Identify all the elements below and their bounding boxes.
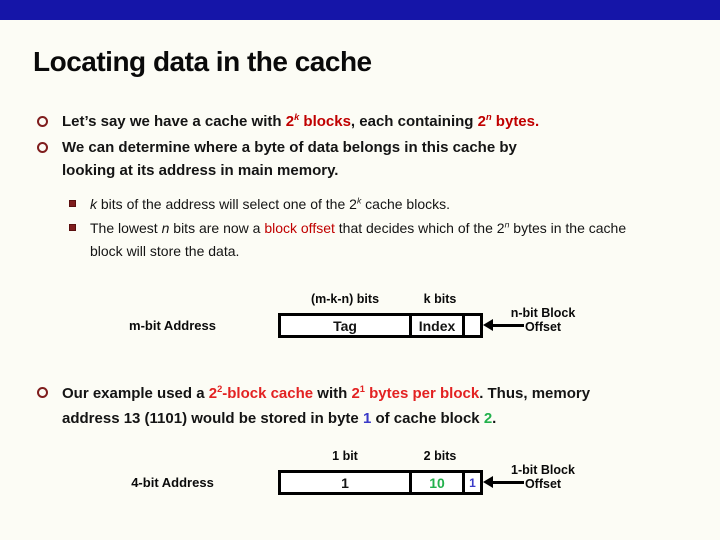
offset-arrow-icon	[483, 319, 493, 331]
block-offset-label-line2: Offset	[524, 477, 562, 491]
address-label: m-bit Address	[129, 318, 216, 333]
offset-arrow-line	[492, 324, 524, 327]
block-offset-label-line2: Offset	[524, 320, 562, 334]
block-offset-label-line1: n-bit Block	[510, 306, 576, 320]
block-offset-label: 1-bit Block Offset	[493, 463, 593, 491]
sub-bullet-item: The lowest n bits are now a block offset…	[69, 217, 627, 263]
block-offset-label-line1: 1-bit Block	[511, 463, 575, 477]
bullet-marker-icon	[37, 116, 48, 127]
bullet-text: Let’s say we have a cache with 2k blocks…	[62, 112, 540, 130]
bullet-text: Our example used a 22-block cache with 2…	[62, 384, 591, 427]
offset-arrow-line	[492, 481, 524, 484]
index-field: Index	[412, 316, 465, 335]
address-label: 4-bit Address	[131, 475, 214, 490]
index-bits-label: k bits	[423, 292, 457, 306]
4-bit-address-diagram: 1 bit 2 bits 4-bit Address 1 10 1 1-bit …	[0, 449, 720, 504]
block-offset-field: 1	[469, 475, 476, 490]
tag-field: Tag	[281, 316, 412, 335]
sub-bullet-text: k bits of the address will select one of…	[90, 195, 450, 212]
bullet-marker-icon	[37, 142, 48, 153]
offset-arrow-icon	[483, 476, 493, 488]
sub-bullet-item: k bits of the address will select one of…	[69, 193, 669, 216]
tag-field: 1	[281, 473, 412, 492]
m-bit-address-diagram: (m-k-n) bits k bits m-bit Address Tag In…	[0, 292, 720, 347]
bullet-item: Our example used a 22-block cache with 2…	[37, 381, 629, 431]
tag-bits-label: (m-k-n) bits	[310, 292, 380, 306]
square-bullet-marker-icon	[69, 200, 76, 207]
slide-title: Locating data in the cache	[33, 46, 372, 77]
tag-bits-label: 1 bit	[332, 449, 358, 463]
square-bullet-marker-icon	[69, 224, 76, 231]
index-field: 10	[412, 473, 465, 492]
bullet-item: We can determine where a byte of data be…	[37, 136, 562, 182]
sub-bullet-text: The lowest n bits are now a block offset…	[90, 219, 627, 259]
index-bits-label: 2 bits	[423, 449, 457, 463]
address-fields-box: 1 10 1	[278, 470, 483, 495]
address-fields-box: Tag Index	[278, 313, 483, 338]
slide-accent-bar	[0, 0, 720, 20]
bullet-item: Let’s say we have a cache with 2k blocks…	[37, 110, 637, 133]
bullet-text: We can determine where a byte of data be…	[62, 139, 517, 179]
block-offset-field	[465, 316, 480, 335]
bullet-marker-icon	[37, 387, 48, 398]
block-offset-label: n-bit Block Offset	[493, 306, 593, 334]
